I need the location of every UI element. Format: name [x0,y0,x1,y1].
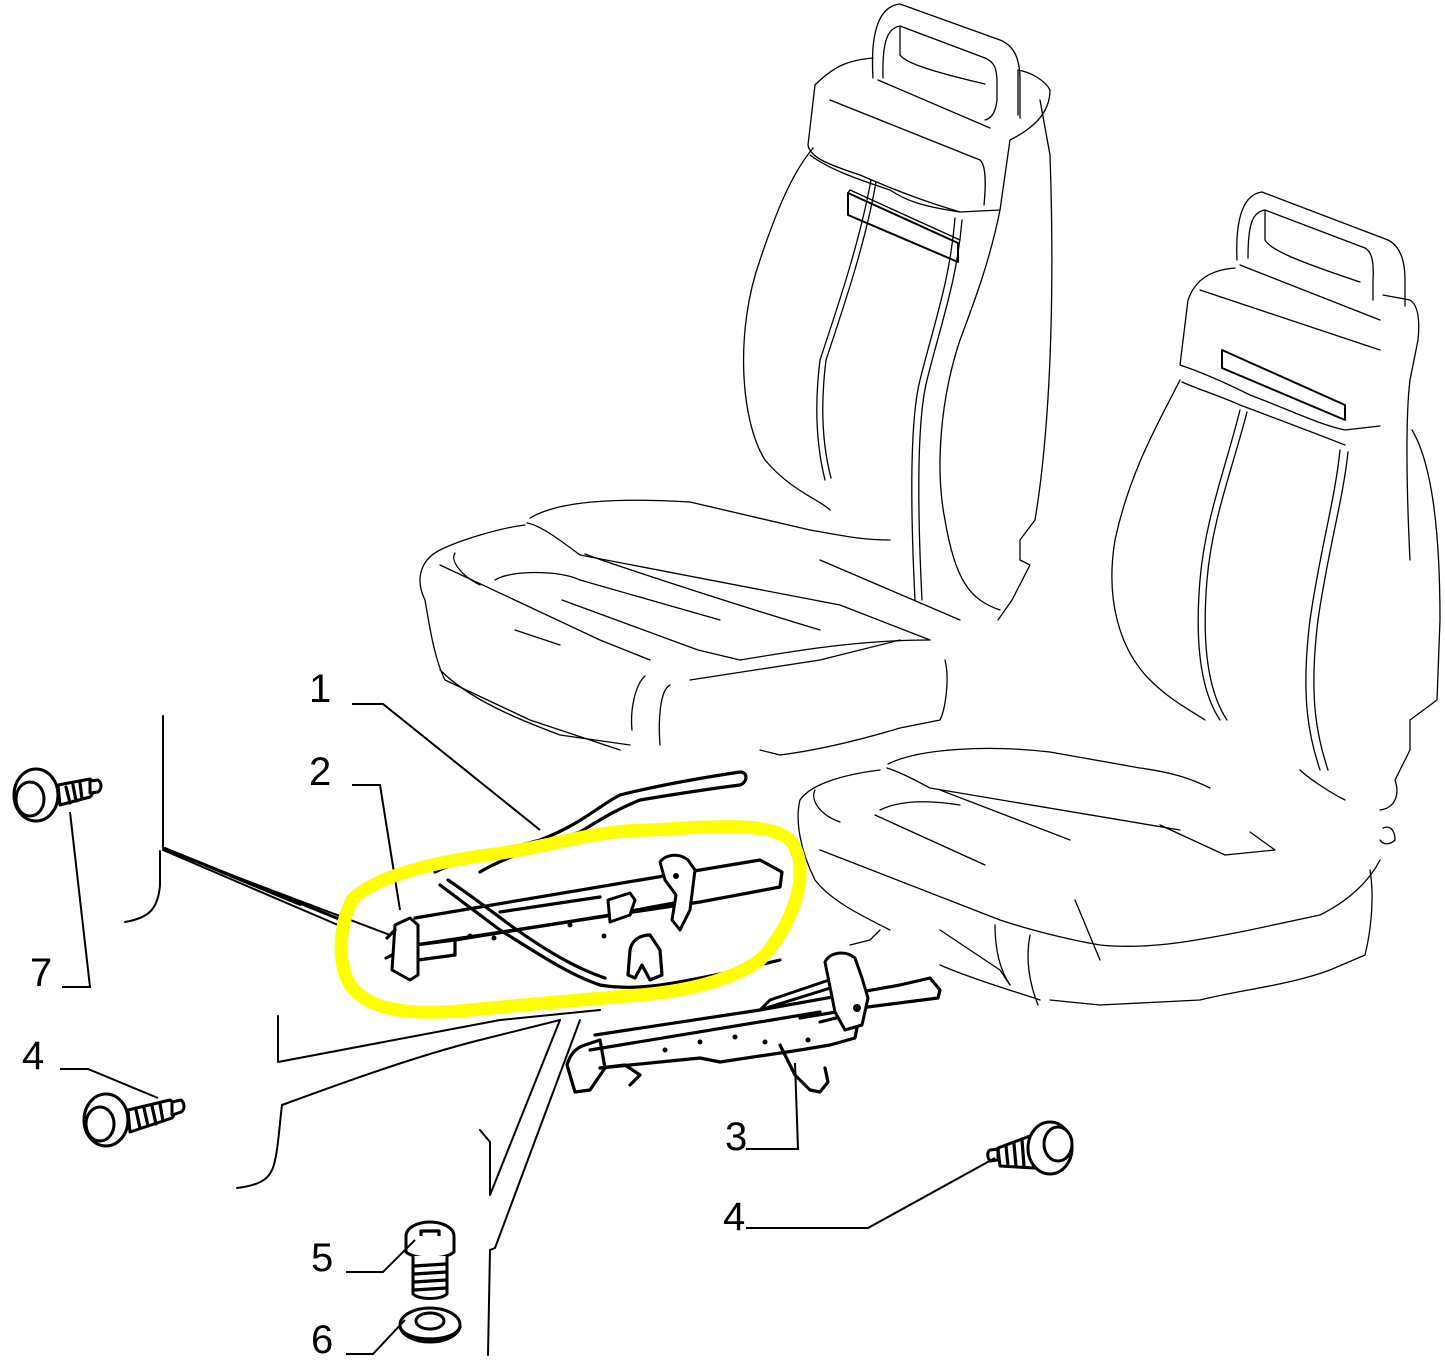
callout-5: 5 [311,1236,334,1280]
floor-reference-lines [124,715,601,1356]
rear-seat-illustration [419,3,1053,756]
callout-4-left: 4 [22,1034,45,1078]
part-6-washer-icon [398,1306,462,1344]
callout-1: 1 [309,667,332,711]
part-4-bolt-left-icon [82,1092,186,1148]
leader-lines [60,703,996,1355]
front-seat-illustration [797,191,1441,1006]
part-2-seat-rail-left [384,853,784,982]
highlight-loop [334,820,807,1019]
part-4-bolt-right-icon [986,1120,1074,1176]
part-5-socket-screw-icon [404,1220,456,1300]
callout-4-right: 4 [723,1195,746,1239]
callout-6: 6 [311,1318,334,1362]
part-3-seat-rail-right [565,951,942,1094]
callout-7: 7 [30,951,53,995]
callout-2: 2 [309,750,332,794]
part-1-cable-bar [433,770,782,989]
callout-3: 3 [725,1115,748,1159]
part-7-bolt-icon [12,767,103,823]
